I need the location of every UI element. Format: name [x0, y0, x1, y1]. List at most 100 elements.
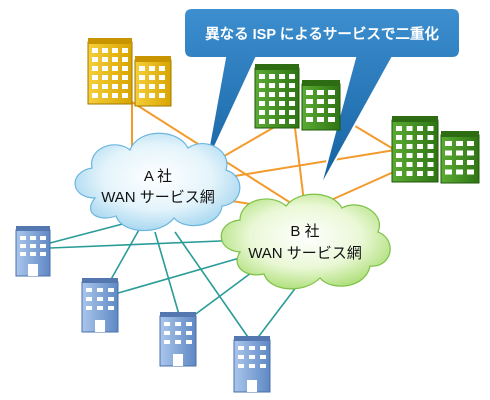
window — [112, 57, 118, 62]
window — [112, 93, 118, 98]
link-branch4-to-b — [255, 281, 301, 341]
window — [269, 92, 275, 97]
window — [396, 144, 402, 149]
window — [279, 83, 285, 88]
window — [164, 322, 170, 326]
cloud-a-name: A 社 — [144, 168, 172, 185]
window — [20, 236, 26, 240]
window — [249, 346, 255, 350]
window — [238, 346, 244, 350]
window — [417, 162, 423, 167]
branch-building-3 — [159, 312, 197, 367]
window — [164, 331, 170, 335]
window — [467, 141, 474, 146]
window — [97, 288, 103, 292]
branch-building-1 — [15, 226, 51, 277]
hq-building-group — [87, 38, 172, 107]
window — [92, 75, 98, 80]
window — [289, 119, 295, 124]
window — [249, 364, 255, 368]
window — [102, 93, 108, 98]
window — [269, 74, 275, 79]
window — [164, 340, 170, 344]
green-office-building-icon — [254, 64, 300, 129]
window — [259, 101, 265, 106]
window — [122, 57, 128, 62]
window — [186, 331, 192, 335]
window — [279, 74, 285, 79]
window — [149, 66, 155, 71]
link-branch4-to-a — [174, 231, 251, 341]
window — [317, 108, 324, 113]
window — [328, 117, 335, 122]
blue-office-building-icon — [159, 312, 197, 367]
blue-office-building-icon — [81, 278, 119, 333]
window — [317, 90, 324, 95]
window — [108, 297, 114, 301]
window — [396, 171, 402, 176]
window — [289, 74, 295, 79]
window — [30, 244, 36, 248]
window — [406, 144, 413, 149]
window — [456, 169, 463, 175]
window — [406, 126, 413, 131]
window — [417, 171, 423, 176]
window — [279, 101, 285, 106]
window — [139, 84, 145, 89]
window — [427, 153, 434, 158]
window — [289, 83, 295, 88]
callout-balloon: 異なる ISP によるサービスで二重化 — [183, 7, 461, 189]
window — [159, 66, 165, 71]
window — [279, 119, 285, 124]
window — [92, 57, 98, 62]
window — [289, 101, 295, 106]
window — [238, 355, 244, 359]
window — [445, 169, 452, 175]
window — [122, 66, 128, 71]
window — [112, 84, 118, 89]
window — [406, 162, 413, 167]
window — [259, 110, 265, 115]
window — [396, 126, 402, 131]
blue-office-building-icon — [15, 226, 51, 277]
window — [467, 160, 474, 165]
window — [112, 66, 118, 71]
yellow-office-building-icon — [87, 38, 133, 105]
window — [175, 340, 181, 344]
window — [159, 84, 165, 89]
window — [317, 117, 324, 122]
cloud-a: A 社 WAN サービス網 — [74, 132, 241, 232]
window — [102, 84, 108, 89]
window — [427, 126, 434, 131]
window — [97, 306, 103, 310]
window — [112, 48, 118, 53]
yellow-office-building-icon — [134, 56, 172, 107]
window — [259, 83, 265, 88]
window — [122, 48, 128, 53]
cloud-b-service: WAN サービス網 — [248, 245, 362, 262]
window — [40, 244, 46, 248]
window — [139, 66, 145, 71]
window — [122, 84, 128, 89]
window — [86, 306, 92, 310]
window — [175, 331, 181, 335]
green-office-building-icon — [391, 116, 439, 183]
window — [122, 93, 128, 98]
link-branch1-to-a — [49, 221, 131, 244]
window — [260, 346, 266, 350]
window — [269, 110, 275, 115]
window — [259, 119, 265, 124]
cloud-b-name: B 社 — [290, 223, 319, 240]
window — [406, 171, 413, 176]
window — [186, 322, 192, 326]
link-branch3-to-a — [154, 231, 181, 319]
window — [306, 90, 313, 95]
window — [249, 355, 255, 359]
window — [445, 160, 452, 165]
window — [445, 141, 452, 146]
window — [417, 135, 423, 140]
window — [92, 66, 98, 71]
window — [260, 355, 266, 359]
window — [149, 75, 155, 80]
